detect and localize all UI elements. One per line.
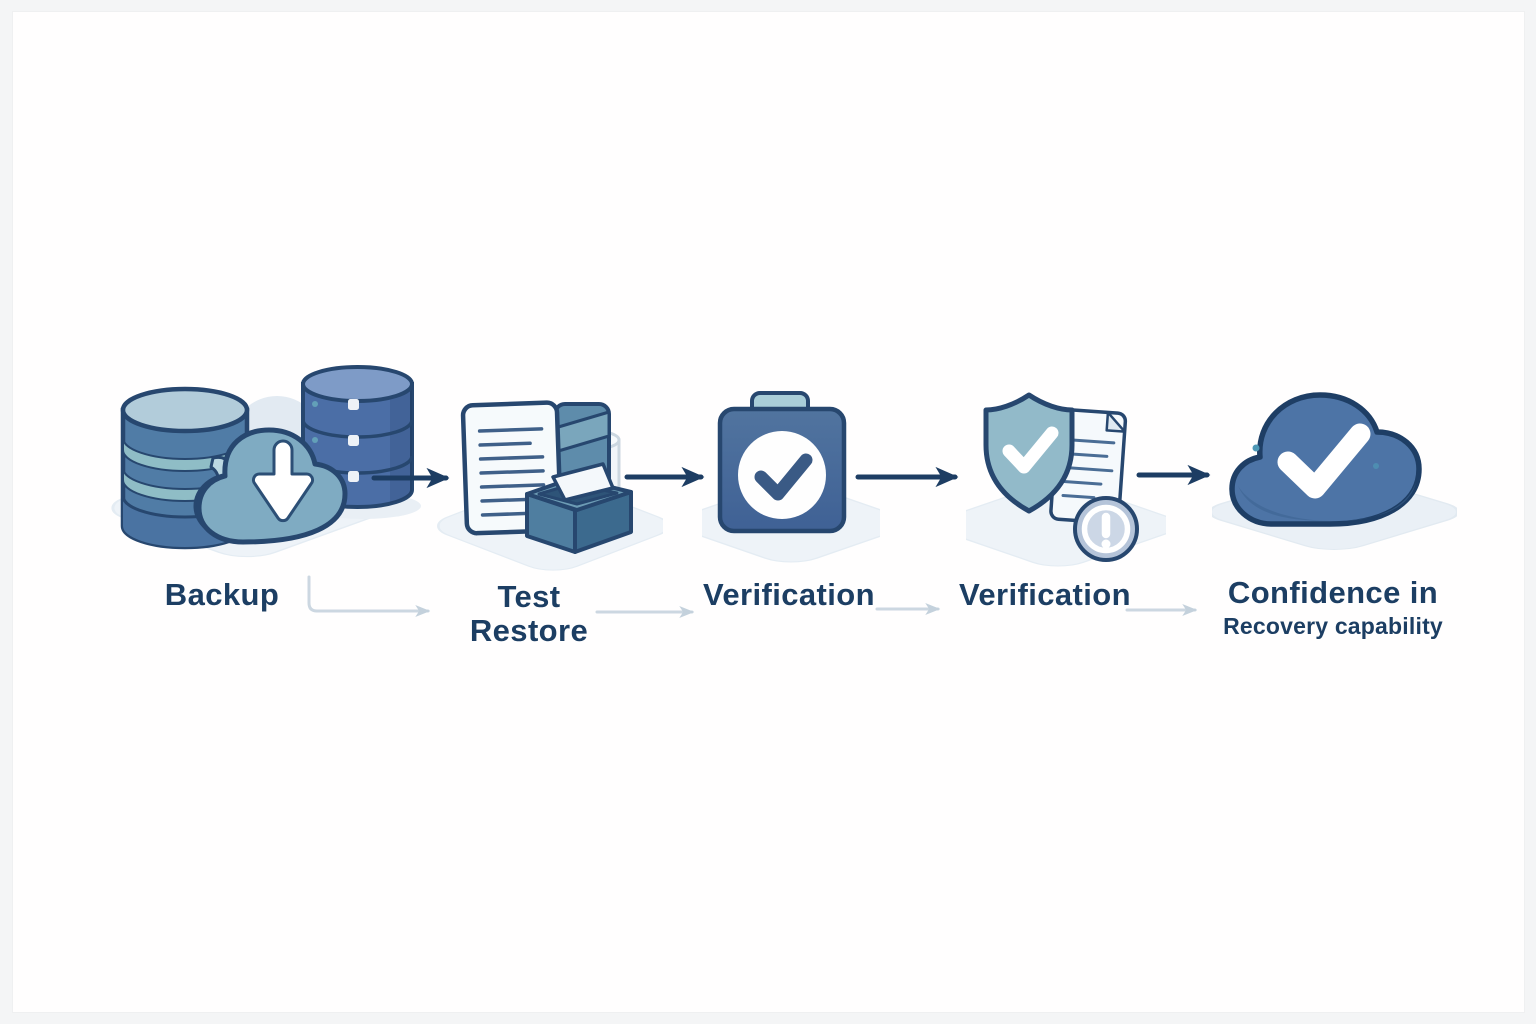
step-label: Verification (703, 577, 875, 612)
step-label: Backup (164, 577, 280, 612)
checkmark-icon (754, 453, 813, 501)
step-label-confidence: Confidence in Recovery capability (1178, 576, 1488, 640)
step-label-test-restore: Test Restore (399, 580, 659, 648)
step-label-backup: Backup (92, 578, 352, 612)
step-sublabel: Restore (469, 613, 589, 648)
step-label-verification-1: Verification (659, 578, 919, 612)
shield-check-report-icon (966, 392, 1166, 567)
shield-check-shape (983, 392, 1075, 514)
step-label: Verification (959, 577, 1131, 612)
restore-box-shape (525, 462, 633, 554)
check-circle-shape (738, 431, 826, 519)
step-label: Confidence in (1227, 575, 1439, 610)
checkmark-icon (1002, 426, 1059, 474)
cloud-check-icon (1212, 392, 1457, 550)
cloud-download-shape (193, 427, 348, 545)
alert-badge-shape (1073, 496, 1139, 562)
clipboard-check-icon (702, 391, 880, 563)
cloud-check-shape (1229, 392, 1422, 527)
step-sublabel: Recovery capability (1223, 613, 1443, 639)
paper-flap-shape (551, 462, 615, 502)
checkmark-icon (1277, 423, 1371, 499)
document-restore-box-icon (437, 400, 663, 571)
down-arrow-icon (252, 439, 314, 523)
step-label-verification-2: Verification (915, 578, 1175, 612)
databases-cloud-download-icon (111, 365, 421, 558)
step-label: Test (497, 579, 561, 614)
